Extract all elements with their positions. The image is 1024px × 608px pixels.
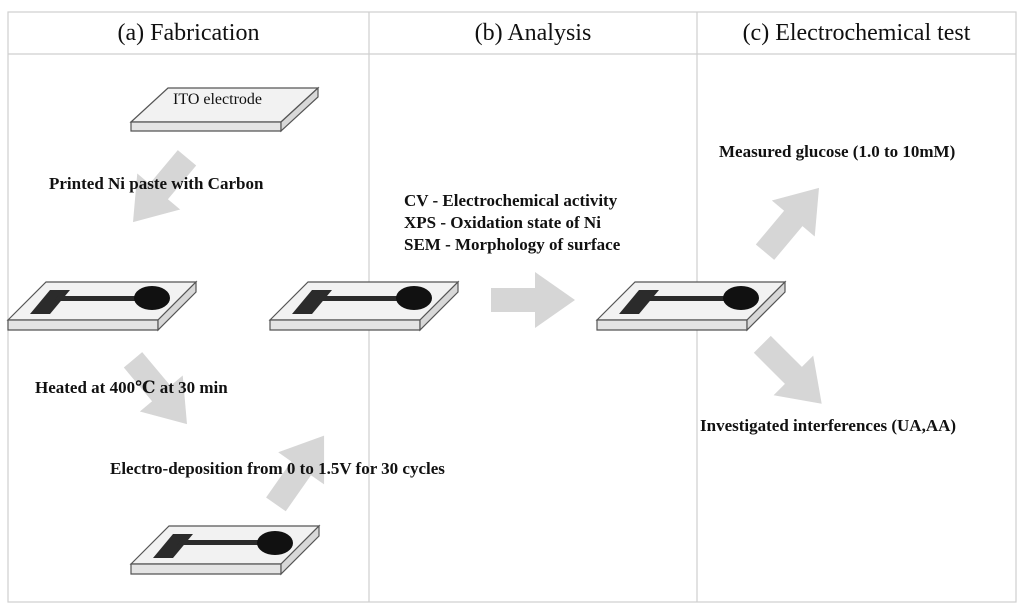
arrow-down-left-1: [133, 150, 197, 223]
printed-electrode-plate: [6, 280, 198, 332]
interference-label: Investigated interferences (UA,AA): [700, 416, 957, 435]
header-electrochemical-test: (c) Electrochemical test: [742, 20, 971, 46]
analysis-item-sem: SEM - Morphology of surface: [404, 235, 621, 254]
header-analysis: (b) Analysis: [474, 20, 592, 46]
arrow-up-right-fabrication: [266, 435, 325, 512]
arrow-up-right-test: [755, 187, 819, 260]
glucose-label: Measured glucose (1.0 to 10mM): [719, 142, 956, 161]
header-fabrication: (a) Fabrication: [117, 20, 260, 46]
arrow-down-right-test: [753, 335, 822, 404]
step-heat-label: Heated at 400℃ at 30 min: [35, 378, 228, 397]
step-deposit-label: Electro-deposition from 0 to 1.5V for 30…: [110, 459, 445, 478]
analysis-item-xps: XPS - Oxidation state of Ni: [404, 213, 601, 232]
ito-electrode-plate: [129, 86, 320, 133]
step-print-label: Printed Ni paste with Carbon: [49, 174, 264, 193]
ito-electrode-label: ITO electrode: [173, 91, 262, 108]
test-electrode-plate: [595, 280, 787, 332]
arrow-right-analysis: [491, 272, 575, 328]
deposited-electrode-plate: [129, 524, 321, 576]
arrow-down-right: [123, 352, 187, 425]
panel-frame: [7, 11, 1017, 603]
analysis-electrode-plate: [268, 280, 460, 332]
analysis-list: CV - Electrochemical activity XPS - Oxid…: [404, 190, 620, 256]
analysis-item-cv: CV - Electrochemical activity: [404, 191, 618, 210]
